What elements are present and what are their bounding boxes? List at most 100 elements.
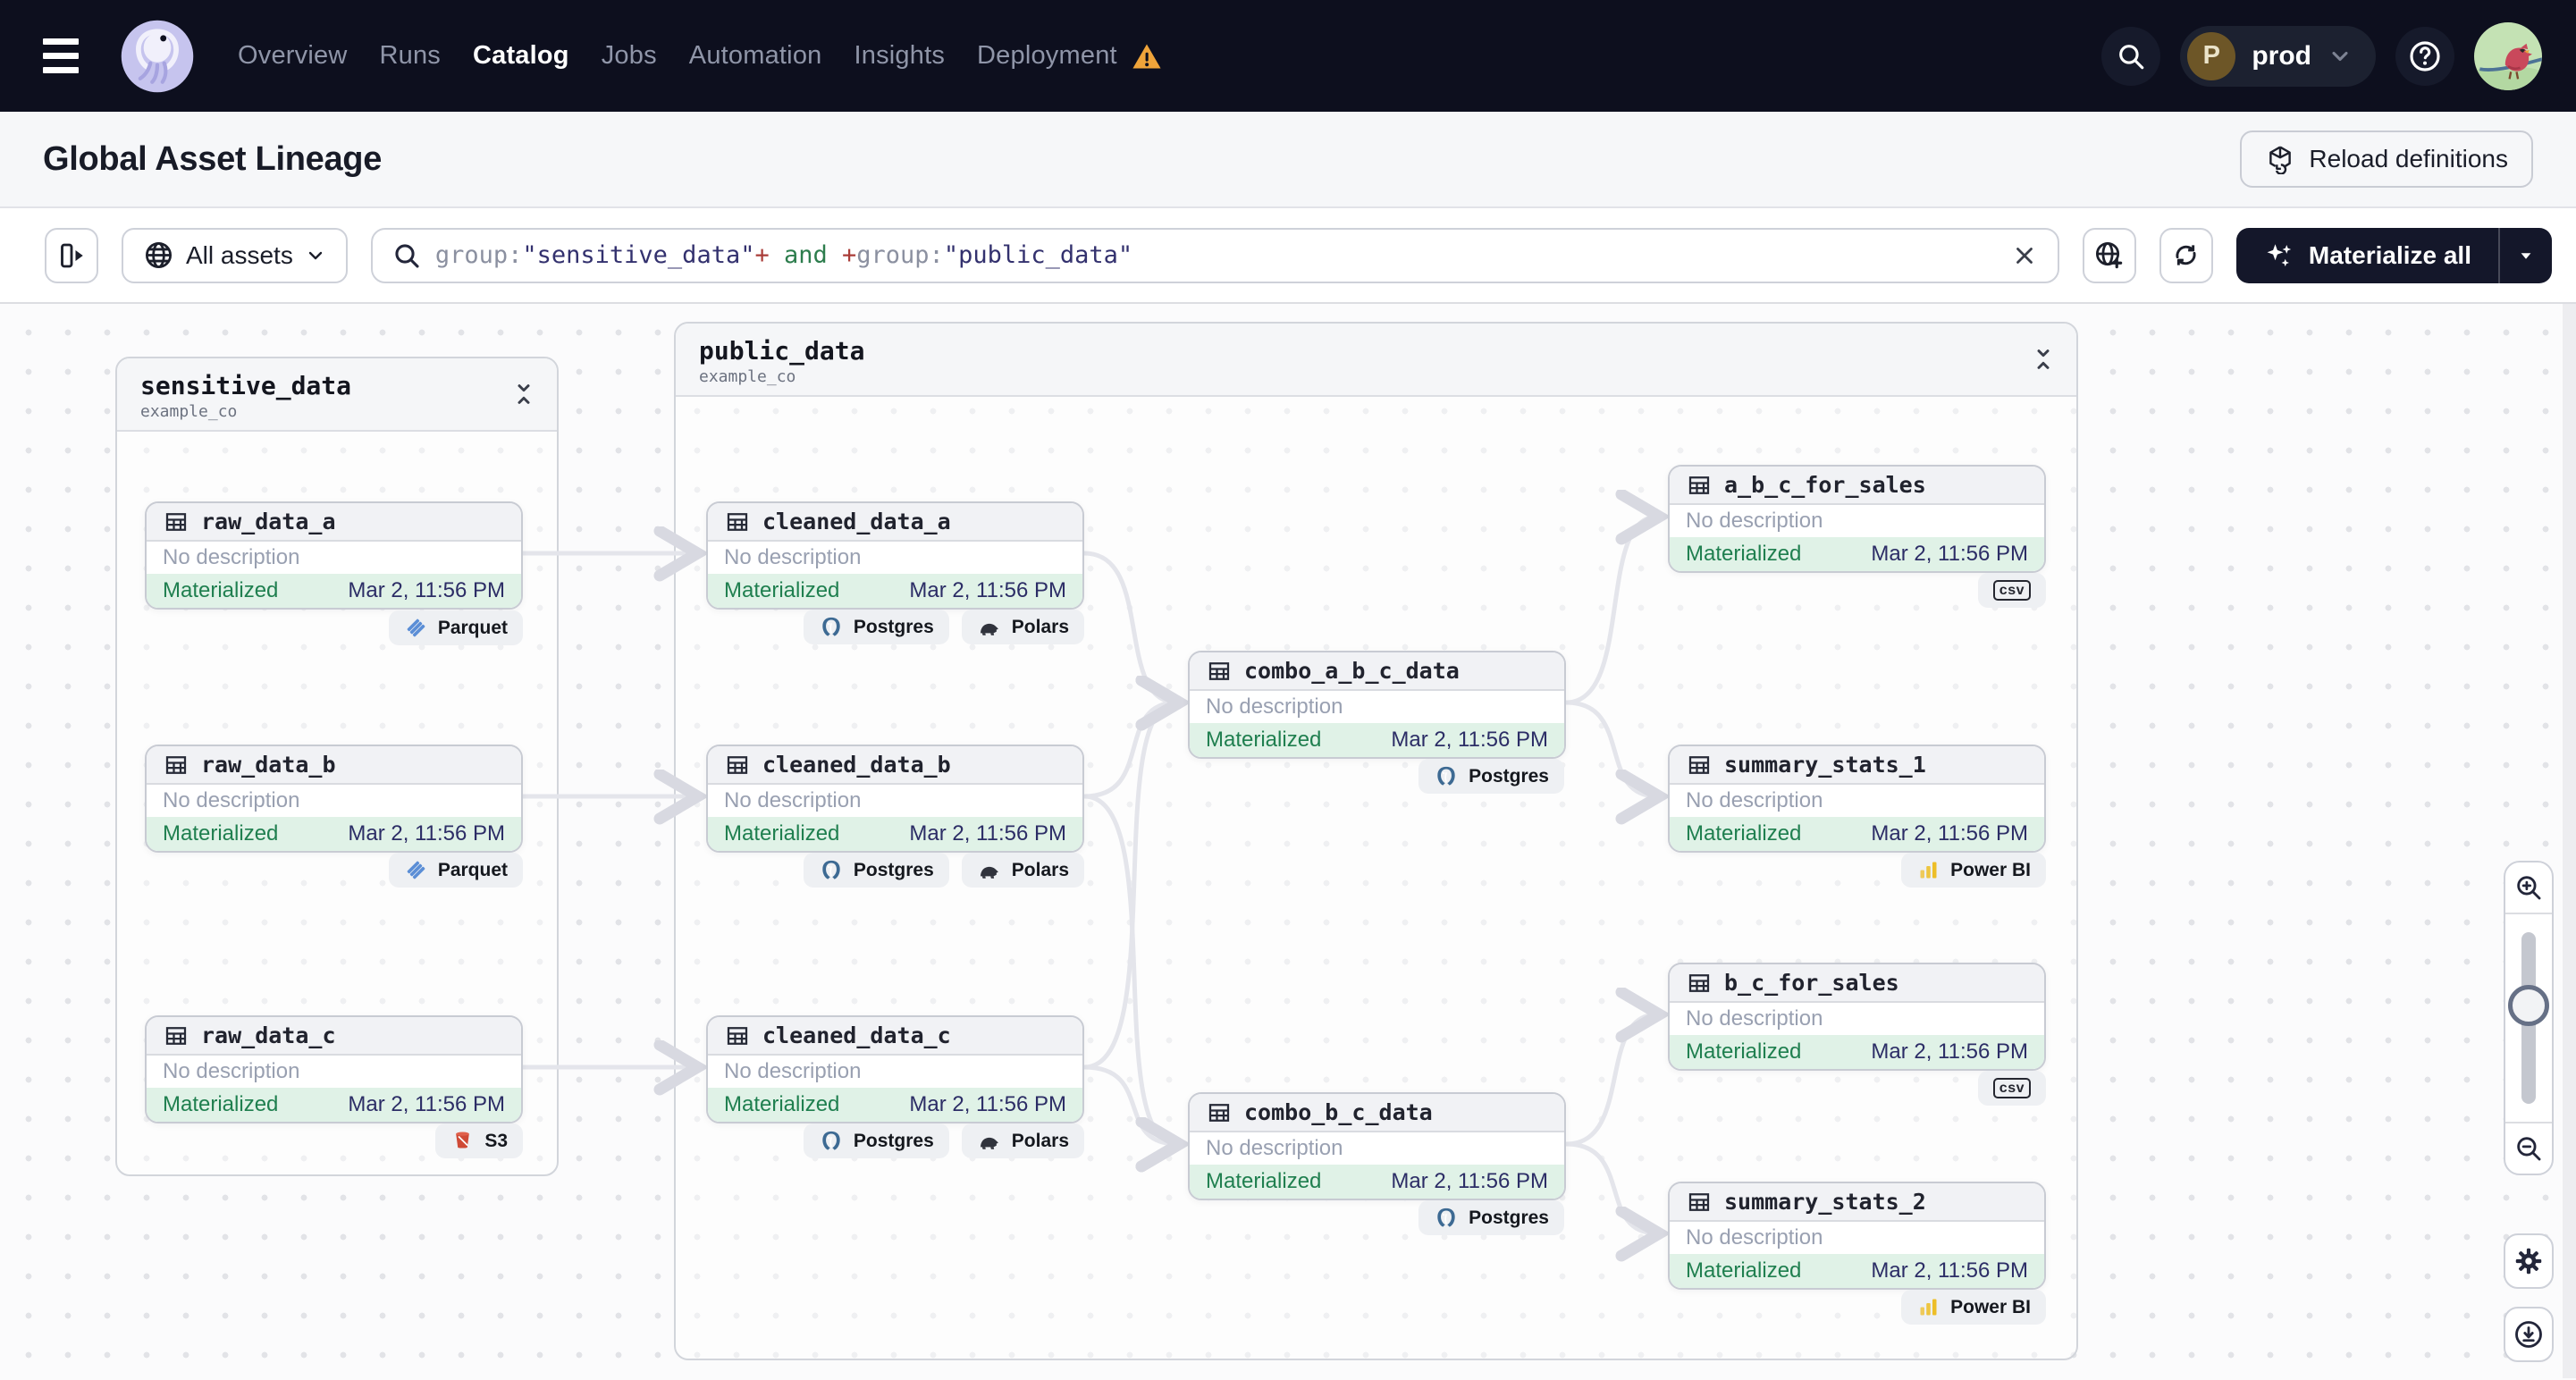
canvas-scrollbar[interactable]: [2563, 304, 2576, 1378]
kind-badges-raw_data_c: S3: [435, 1123, 523, 1158]
nav-catalog[interactable]: Catalog: [472, 41, 569, 70]
table-icon: [1688, 475, 1710, 494]
asset-description: No description: [1206, 694, 1343, 719]
materialize-all-main[interactable]: Materialize all: [2236, 228, 2498, 283]
asset-node-b_c_for_sales[interactable]: b_c_for_sales No description Materialize…: [1668, 963, 2046, 1071]
search-button[interactable]: [2101, 26, 2161, 86]
globe-icon: [145, 241, 173, 269]
kind-badge-s3: S3: [435, 1123, 523, 1158]
sparkles-icon: [2267, 243, 2292, 266]
asset-name: cleaned_data_a: [762, 509, 951, 534]
asset-node-cleaned_data_a[interactable]: cleaned_data_a No description Materializ…: [706, 501, 1084, 610]
filter-to-groups-button[interactable]: [2082, 227, 2136, 283]
collapse-group-icon[interactable]: [2030, 346, 2057, 373]
postgres-icon: [1437, 766, 1455, 786]
group-repo: example_co: [140, 402, 238, 421]
asset-status: Materialized: [724, 1092, 840, 1116]
user-avatar[interactable]: [2474, 21, 2542, 90]
top-navigation-bar: Overview Runs Catalog Jobs Automation In…: [0, 0, 2576, 112]
asset-name: b_c_for_sales: [1724, 970, 1899, 996]
chevron-down-icon: [308, 251, 323, 259]
refresh-graph-button[interactable]: [2159, 227, 2213, 283]
asset-node-summary_stats_2[interactable]: summary_stats_2 No description Materiali…: [1668, 1182, 2046, 1290]
asset-name: cleaned_data_c: [762, 1022, 951, 1048]
kind-badge-powerbi: Power BI: [1901, 1290, 2046, 1325]
zoom-slider-thumb[interactable]: [2508, 985, 2549, 1027]
group-header-sensitive_data[interactable]: sensitive_data example_co: [117, 358, 557, 432]
asset-timestamp: Mar 2, 11:56 PM: [348, 821, 505, 846]
asset-selection-query[interactable]: group:"sensitive_data"+ and +group:"publ…: [434, 241, 1133, 269]
collapse-group-icon[interactable]: [510, 381, 537, 408]
asset-description: No description: [163, 545, 300, 569]
kind-badges-summary_stats_2: Power BI: [1901, 1290, 2046, 1325]
asset-node-cleaned_data_b[interactable]: cleaned_data_b No description Materializ…: [706, 745, 1084, 853]
download-image-button[interactable]: [2504, 1307, 2554, 1362]
asset-scope-label: All assets: [186, 240, 293, 269]
table-icon: [1208, 1103, 1230, 1122]
asset-selection-input[interactable]: group:"sensitive_data"+ and +group:"publ…: [370, 227, 2059, 283]
parquet-icon: [407, 618, 425, 637]
table-icon: [165, 512, 187, 531]
deployment-switcher[interactable]: P prod: [2180, 25, 2376, 87]
nav-overview[interactable]: Overview: [238, 41, 348, 70]
asset-status: Materialized: [163, 1092, 279, 1116]
kind-badge-postgres: Postgres: [803, 1123, 949, 1158]
asset-status: Materialized: [1686, 1039, 1802, 1064]
table-icon: [1688, 973, 1710, 992]
zoom-slider[interactable]: [2505, 914, 2552, 1122]
zoom-out-icon: [2517, 1137, 2541, 1161]
table-icon: [727, 512, 748, 531]
reload-definitions-button[interactable]: Reload definitions: [2240, 130, 2533, 188]
asset-name: combo_b_c_data: [1244, 1099, 1433, 1125]
kind-badges-cleaned_data_c: Postgres Polars: [803, 1123, 1084, 1158]
zoom-in-icon: [2517, 876, 2541, 900]
group-header-public_data[interactable]: public_data example_co: [676, 324, 2076, 397]
kind-badges-raw_data_a: Parquet: [388, 610, 523, 645]
table-icon: [1688, 1192, 1710, 1211]
help-button[interactable]: [2395, 26, 2454, 86]
menu-icon[interactable]: [43, 28, 100, 85]
nav-runs[interactable]: Runs: [379, 41, 441, 70]
clear-query-icon[interactable]: [2011, 242, 2038, 269]
postgres-icon: [822, 617, 840, 636]
table-icon: [727, 755, 748, 774]
nav-jobs[interactable]: Jobs: [601, 41, 657, 70]
search-icon: [2119, 44, 2144, 69]
asset-node-combo_b_c_data[interactable]: combo_b_c_data No description Materializ…: [1188, 1092, 1566, 1200]
asset-node-summary_stats_1[interactable]: summary_stats_1 No description Materiali…: [1668, 745, 2046, 853]
nav-deployment[interactable]: Deployment: [977, 41, 1117, 70]
lineage-edges: [523, 304, 2576, 1378]
nav-automation[interactable]: Automation: [688, 41, 822, 70]
materialize-options-button[interactable]: [2498, 227, 2552, 283]
caret-down-icon: [2521, 252, 2531, 259]
nav-insights[interactable]: Insights: [854, 41, 946, 70]
kind-badges-b_c_for_sales: csv: [1977, 1071, 2046, 1106]
asset-name: raw_data_c: [201, 1022, 336, 1048]
polars-icon: [980, 1137, 998, 1149]
asset-name: combo_a_b_c_data: [1244, 658, 1460, 684]
zoom-out-button[interactable]: [2505, 1122, 2552, 1174]
powerbi-icon: [1920, 1299, 1937, 1316]
graph-settings-button[interactable]: [2504, 1233, 2554, 1289]
kind-badge-csv: csv: [1977, 573, 2046, 608]
kind-badges-combo_b_c_data: Postgres: [1418, 1200, 1564, 1235]
parquet-icon: [407, 861, 425, 879]
materialize-all-button[interactable]: Materialize all: [2235, 227, 2552, 283]
postgres-icon: [822, 860, 840, 879]
asset-timestamp: Mar 2, 11:56 PM: [909, 578, 1066, 602]
dagster-logo[interactable]: [116, 15, 198, 97]
table-icon: [1688, 755, 1710, 774]
asset-node-cleaned_data_c[interactable]: cleaned_data_c No description Materializ…: [706, 1015, 1084, 1123]
open-sidebar-button[interactable]: [45, 227, 98, 283]
polars-icon: [980, 623, 998, 635]
asset-status: Materialized: [163, 578, 279, 602]
kind-badge-postgres: Postgres: [803, 610, 949, 644]
asset-node-combo_a_b_c_data[interactable]: combo_a_b_c_data No description Material…: [1188, 651, 1566, 759]
asset-scope-filter[interactable]: All assets: [122, 227, 348, 283]
lineage-canvas[interactable]: sensitive_data example_co public_data ex…: [0, 304, 2576, 1378]
zoom-in-button[interactable]: [2505, 862, 2552, 914]
asset-node-a_b_c_for_sales[interactable]: a_b_c_for_sales No description Materiali…: [1668, 465, 2046, 573]
